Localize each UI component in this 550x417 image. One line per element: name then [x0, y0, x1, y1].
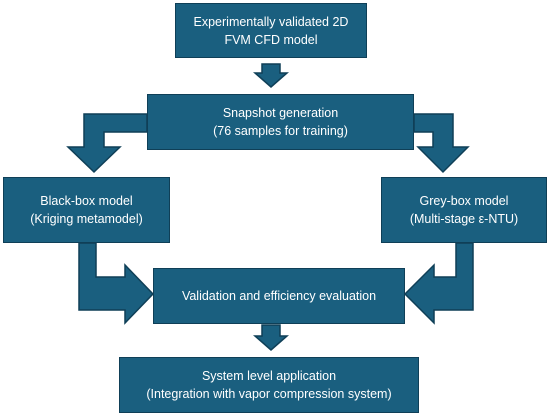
system-line2: (Integration with vapor compression syst…	[146, 387, 392, 401]
black-box-line2: (Kriging metamodel)	[30, 212, 143, 226]
snapshot-line1: Snapshot generation	[222, 106, 339, 120]
system-level-box: System level application (Integration wi…	[119, 357, 419, 413]
validation-line1: Validation and efficiency evaluation	[181, 289, 377, 303]
grey-box-line2: (Multi-stage ε-NTU)	[409, 212, 519, 226]
black-box-line1: Black-box model	[40, 194, 133, 208]
arrow-snapshot-to-blackbox	[66, 113, 148, 174]
arrow-snapshot-to-greybox	[413, 113, 470, 174]
grey-box-line1: Grey-box model	[419, 194, 509, 208]
grey-box-model-box: Grey-box model (Multi-stage ε-NTU)	[381, 177, 547, 243]
cfd-model-box: Experimentally validated 2D FVM CFD mode…	[175, 3, 367, 58]
snapshot-generation-box: Snapshot generation (76 samples for trai…	[147, 94, 414, 150]
arrow-greybox-to-validation	[403, 242, 474, 325]
black-box-model-box: Black-box model (Kriging metamodel)	[3, 177, 170, 243]
arrow-validation-to-system	[253, 324, 289, 351]
snapshot-line2: (76 samples for training)	[213, 124, 348, 138]
cfd-model-line2: FVM CFD model	[224, 32, 318, 47]
arrow-cfd-to-snapshot	[253, 63, 289, 88]
system-line1: System level application	[201, 369, 337, 383]
validation-box: Validation and efficiency evaluation	[153, 268, 405, 324]
cfd-model-line1: Experimentally validated 2D	[193, 14, 349, 29]
arrow-blackbox-to-validation	[78, 242, 155, 325]
